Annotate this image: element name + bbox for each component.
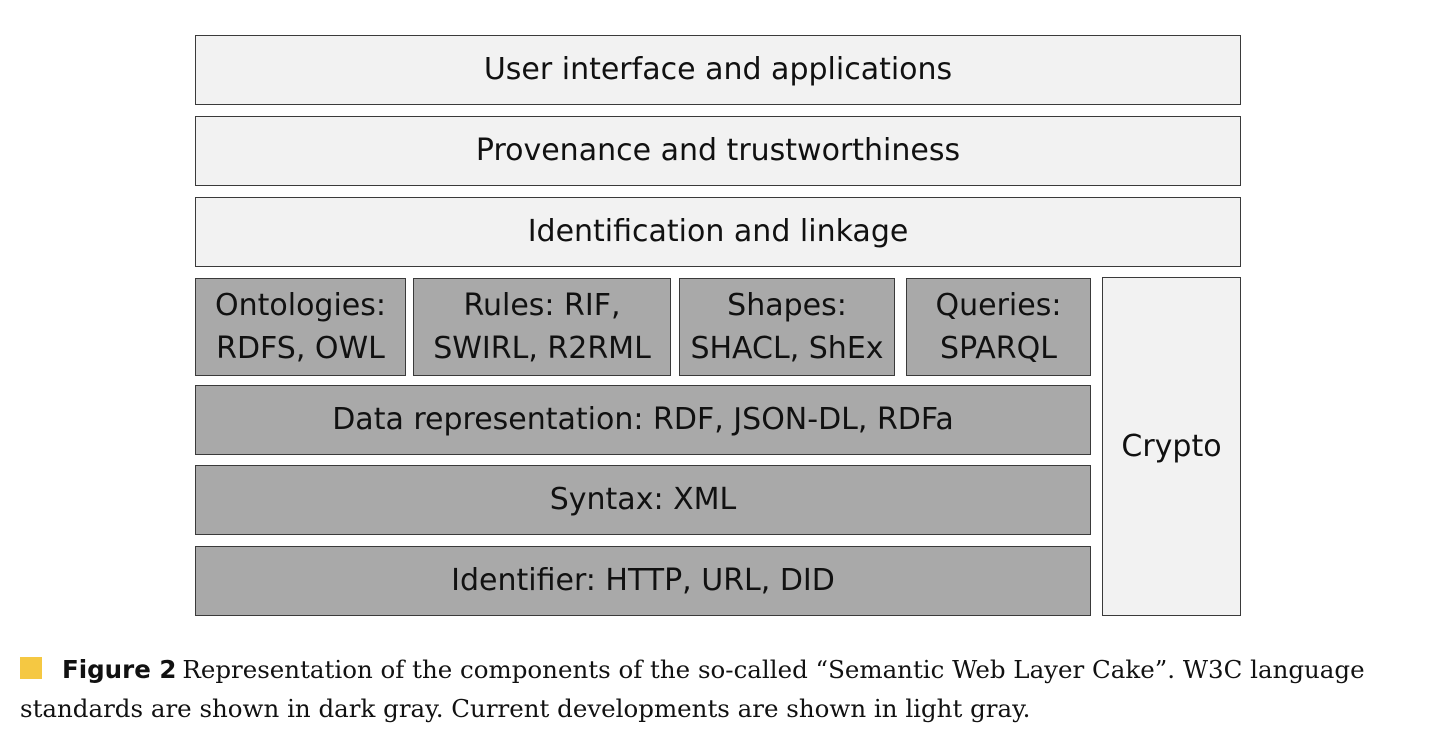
layer-provenance: Provenance and trustworthiness (195, 116, 1241, 186)
caption-text: Representation of the components of the … (20, 655, 1365, 723)
layer-provenance-label: Provenance and trustworthiness (475, 133, 961, 169)
layer-identification: Identification and linkage (195, 197, 1241, 267)
layer-shapes: Shapes: SHACL, ShEx (679, 278, 895, 376)
layer-syntax-label: Syntax: XML (549, 482, 737, 518)
layer-crypto: Crypto (1102, 277, 1241, 616)
layer-ui-applications-label: User interface and applications (483, 52, 953, 88)
caption-figure-label: Figure 2 (62, 655, 177, 684)
caption-marker-square (20, 657, 42, 679)
layer-queries-line-1: Queries: (935, 287, 1062, 323)
layer-shapes-line-1: Shapes: (727, 287, 847, 323)
layer-ontologies: Ontologies: RDFS, OWL (195, 278, 406, 376)
layer-identifier: Identifier: HTTP, URL, DID (195, 546, 1091, 616)
layer-ontologies-line-1: Ontologies: (214, 287, 386, 323)
layer-ontologies-line-2: RDFS, OWL (216, 331, 385, 366)
layer-queries: Queries: SPARQL (906, 278, 1091, 376)
layer-identifier-label: Identifier: HTTP, URL, DID (451, 563, 835, 599)
layer-shapes-line-2: SHACL, ShEx (690, 331, 884, 366)
layer-data-representation-label: Data representation: RDF, JSON-DL, RDFa (332, 402, 954, 438)
layer-queries-line-2: SPARQL (940, 331, 1057, 366)
layer-crypto-label: Crypto (1121, 428, 1222, 464)
layer-rules-line-2: SWIRL, R2RML (433, 331, 651, 366)
layer-data-representation: Data representation: RDF, JSON-DL, RDFa (195, 385, 1091, 455)
layer-ui-applications: User interface and applications (195, 35, 1241, 105)
layer-syntax: Syntax: XML (195, 465, 1091, 535)
layer-rules-line-1: Rules: RIF, (463, 287, 621, 323)
layer-identification-label: Identification and linkage (527, 214, 909, 250)
layer-rules: Rules: RIF, SWIRL, R2RML (413, 278, 671, 376)
